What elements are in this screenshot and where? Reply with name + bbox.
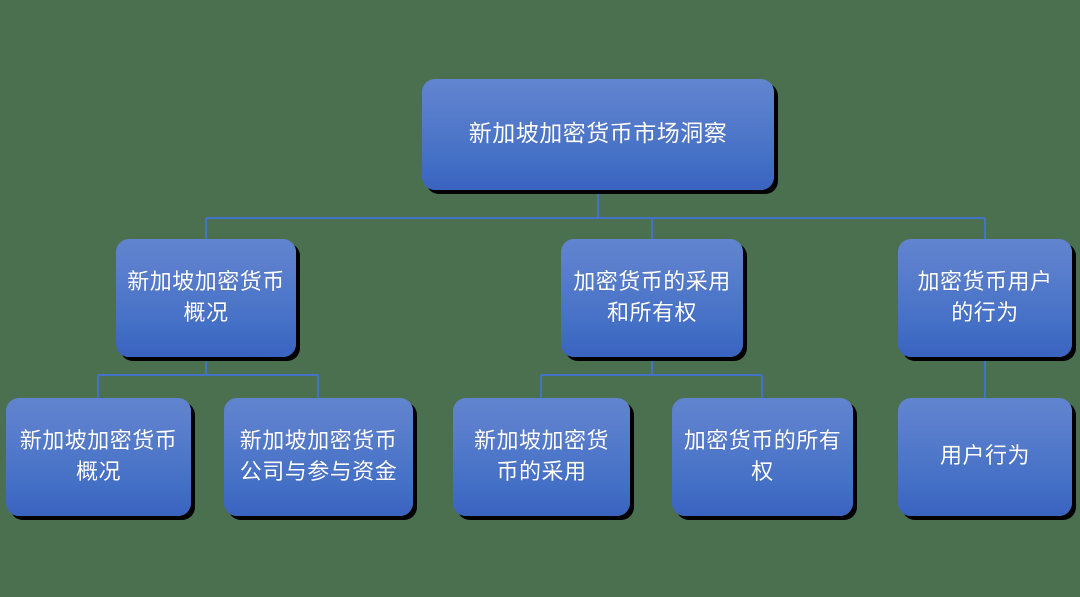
- node-leaf-behavior[interactable]: 用户行为: [898, 398, 1072, 516]
- node-branch-overview-label: 新加坡加密货币概况: [127, 269, 285, 326]
- node-root[interactable]: 新加坡加密货币市场洞察: [422, 79, 774, 190]
- node-root-label: 新加坡加密货币市场洞察: [468, 121, 728, 148]
- node-leaf-overview[interactable]: 新加坡加密货币概况: [6, 398, 191, 516]
- node-leaf-companies-label: 新加坡加密货币公司与参与资金: [239, 428, 398, 485]
- node-branch-behavior[interactable]: 加密货币用户的行为: [898, 239, 1072, 357]
- node-branch-adoption[interactable]: 加密货币的采用和所有权: [561, 239, 743, 357]
- node-leaf-ownership-label: 加密货币的所有权: [683, 428, 842, 485]
- node-leaf-companies[interactable]: 新加坡加密货币公司与参与资金: [224, 398, 413, 516]
- node-leaf-adoption[interactable]: 新加坡加密货币的采用: [453, 398, 630, 516]
- node-branch-adoption-label: 加密货币的采用和所有权: [573, 269, 731, 326]
- node-leaf-behavior-label: 用户行为: [939, 444, 1030, 470]
- node-leaf-adoption-label: 新加坡加密货币的采用: [473, 428, 609, 485]
- node-branch-behavior-label: 加密货币用户的行为: [917, 269, 1053, 326]
- node-leaf-ownership[interactable]: 加密货币的所有权: [672, 398, 853, 516]
- node-branch-overview[interactable]: 新加坡加密货币概况: [116, 239, 296, 357]
- node-leaf-overview-label: 新加坡加密货币概况: [19, 428, 178, 485]
